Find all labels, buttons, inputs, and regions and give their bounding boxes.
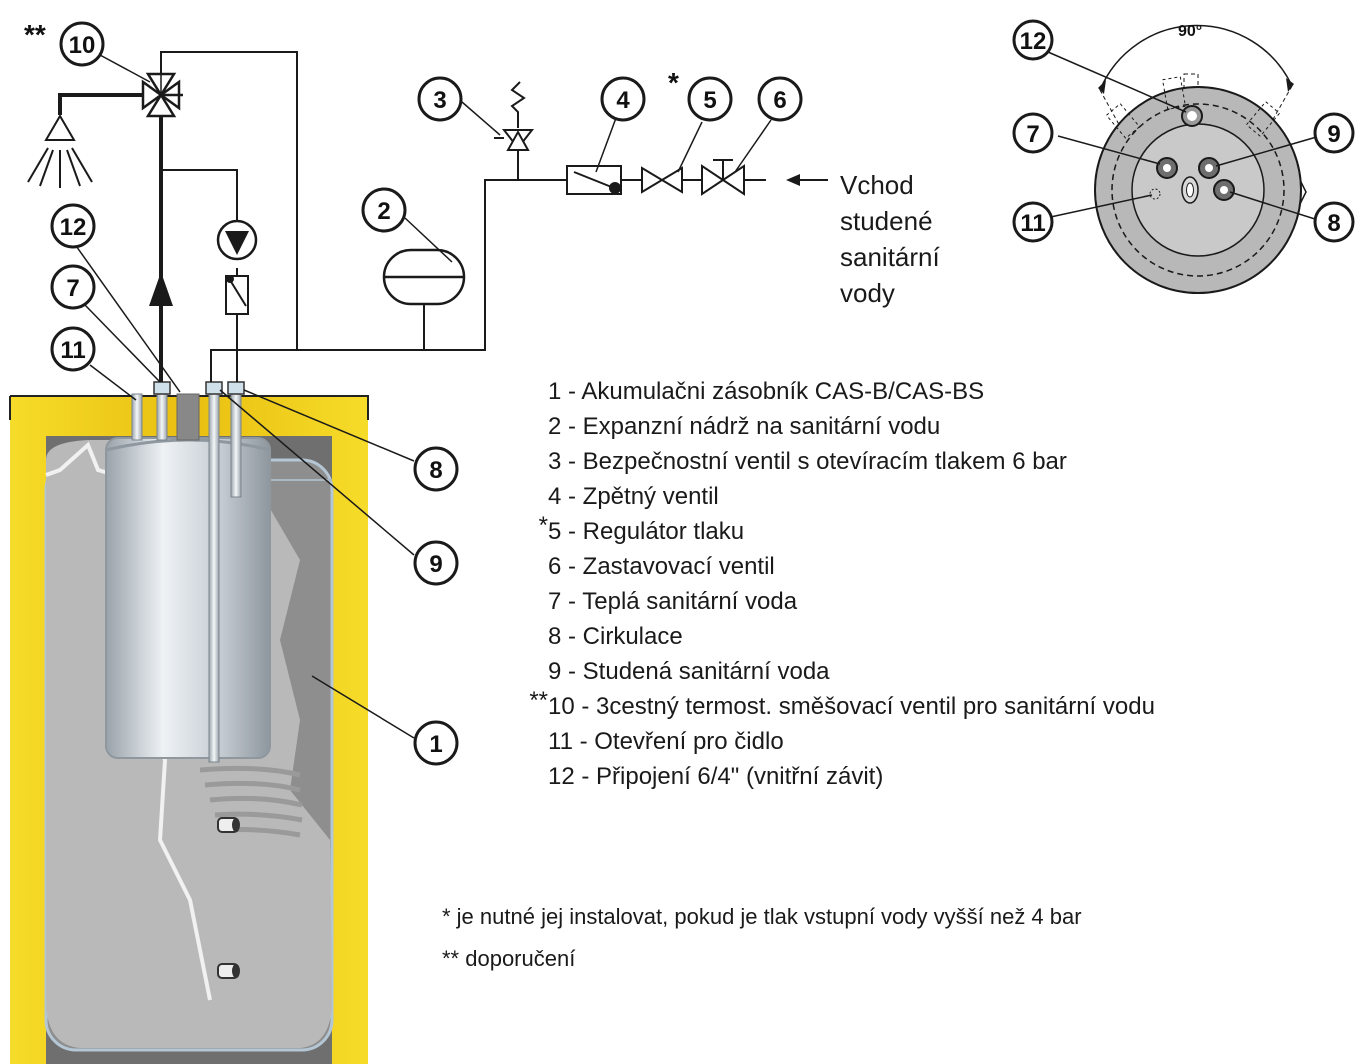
svg-text:5: 5 bbox=[703, 87, 716, 114]
svg-text:8: 8 bbox=[1327, 210, 1340, 237]
top-callout-7: 7 bbox=[1012, 112, 1054, 154]
pipe-9 bbox=[208, 381, 220, 763]
callout-7: 7 bbox=[50, 264, 96, 310]
expansion-vessel-icon bbox=[382, 248, 466, 306]
legend-item: 9 - Studená sanitární voda bbox=[548, 658, 830, 685]
circulation-check-valve-icon bbox=[225, 275, 249, 315]
pump-icon bbox=[216, 219, 258, 261]
top-callout-8: 8 bbox=[1313, 201, 1355, 243]
svg-text:10: 10 bbox=[69, 32, 96, 59]
svg-text:11: 11 bbox=[1020, 210, 1045, 237]
legend-item: 7 - Teplá sanitární voda bbox=[548, 588, 798, 615]
heating-coil bbox=[199, 765, 303, 838]
svg-text:9: 9 bbox=[1327, 121, 1340, 148]
svg-text:11: 11 bbox=[60, 337, 85, 364]
sensor-sleeve-lower bbox=[217, 817, 240, 833]
callout-4: 4 bbox=[600, 76, 646, 122]
stop-valve-icon bbox=[701, 159, 745, 196]
legend-item: 1 - Akumulačni zásobník CAS-B/CAS-BS bbox=[548, 378, 985, 405]
svg-text:1: 1 bbox=[429, 731, 442, 758]
svg-text:12: 12 bbox=[1020, 28, 1047, 55]
legend-item: 12 - Připojení 6/4" (vnitřní závit) bbox=[548, 763, 884, 790]
callout-5-mark: * bbox=[668, 67, 679, 98]
legend-item: 3 - Bezpečnostní ventil s otevíracím tla… bbox=[548, 448, 1067, 475]
legend-item: 6 - Zastavovací ventil bbox=[548, 553, 775, 580]
inlet-label-line-4: vody bbox=[840, 278, 895, 308]
callout-2: 2 bbox=[361, 187, 407, 233]
check-valve-icon bbox=[566, 165, 622, 195]
legend-item: 8 - Cirkulace bbox=[548, 623, 683, 650]
inlet-label-line-3: sanitární bbox=[840, 242, 940, 272]
svg-text:12: 12 bbox=[60, 214, 87, 241]
top-port-11 bbox=[1149, 188, 1161, 200]
callout-1: 1 bbox=[413, 720, 459, 766]
piping bbox=[58, 51, 766, 382]
tank bbox=[9, 381, 369, 1064]
callout-12: 12 bbox=[50, 203, 96, 249]
pipe-8 bbox=[230, 381, 242, 498]
footnote-single: * je nutné jej instalovat, pokud je tlak… bbox=[442, 904, 1082, 929]
svg-text:3: 3 bbox=[433, 87, 446, 114]
callout-3: 3 bbox=[417, 76, 463, 122]
top-callout-9: 9 bbox=[1313, 112, 1355, 154]
top-callout-11: 11 bbox=[1012, 201, 1054, 243]
top-callout-12: 12 bbox=[1012, 19, 1054, 61]
callout-9: 9 bbox=[413, 540, 459, 586]
legend: 1 - Akumulačni zásobník CAS-B/CAS-BS 2 -… bbox=[520, 374, 1155, 794]
svg-text:6: 6 bbox=[773, 87, 786, 114]
svg-text:2: 2 bbox=[377, 198, 390, 225]
svg-text:9: 9 bbox=[429, 551, 442, 578]
shower-icon bbox=[27, 114, 93, 188]
leader-lines bbox=[73, 54, 772, 739]
footnotes: * je nutné jej instalovat, pokud je tlak… bbox=[442, 904, 1082, 988]
legend-item: 11 - Otevření pro čidlo bbox=[548, 728, 784, 755]
safety-valve-icon bbox=[494, 81, 535, 151]
pressure-regulator-icon bbox=[641, 166, 683, 194]
callout-8: 8 bbox=[413, 446, 459, 492]
svg-text:7: 7 bbox=[1026, 121, 1039, 148]
callout-5: 5 bbox=[687, 76, 733, 122]
inner-vessel bbox=[105, 437, 271, 759]
flow-arrow-up bbox=[149, 272, 173, 306]
legend-item: 2 - Expanzní nádrž na sanitární vodu bbox=[548, 413, 941, 440]
svg-text:4: 4 bbox=[616, 87, 630, 114]
callout-10-mark: ** bbox=[24, 19, 46, 50]
inlet-arrow-icon bbox=[786, 174, 828, 186]
angle-label: 90° bbox=[1178, 23, 1202, 40]
sensor-sleeve-bottom bbox=[217, 963, 240, 979]
footnote-double: ** doporučení bbox=[442, 946, 576, 971]
legend-item: 4 - Zpětný ventil bbox=[548, 483, 719, 510]
svg-text:8: 8 bbox=[429, 457, 442, 484]
callout-10: 10 bbox=[59, 21, 105, 67]
callout-6: 6 bbox=[757, 76, 803, 122]
inlet-label-line-2: studené bbox=[840, 206, 933, 236]
svg-text:7: 7 bbox=[66, 275, 79, 302]
top-view: 90° bbox=[1012, 19, 1355, 294]
legend-item: *5 - Regulátor tlaku bbox=[538, 512, 745, 545]
mixing-valve bbox=[141, 72, 183, 118]
inlet-label-line-1: Vchod bbox=[840, 170, 914, 200]
legend-item: **10 - 3cestný termost. směšovací ventil… bbox=[529, 687, 1155, 720]
pipe-11 bbox=[131, 393, 143, 441]
callout-11: 11 bbox=[50, 326, 96, 372]
